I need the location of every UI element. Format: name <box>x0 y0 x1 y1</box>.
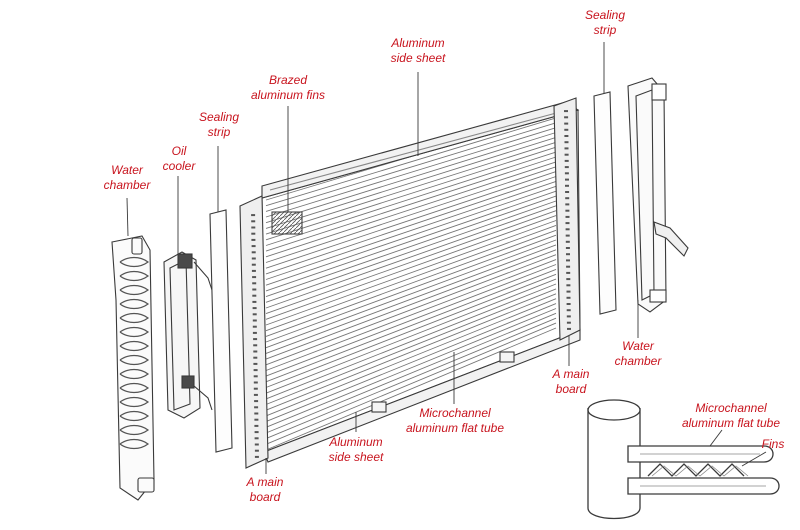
label-line: aluminum fins <box>250 88 326 102</box>
label-oil-cooler: Oil cooler <box>156 144 202 174</box>
label-microchannel-tube-center: Microchannel aluminum flat tube <box>396 406 514 436</box>
label-microchannel-tube-inset: Microchannel aluminum flat tube <box>676 401 786 431</box>
label-brazed-fins: Brazed aluminum fins <box>240 73 336 103</box>
label-line: Water <box>622 339 654 353</box>
label-water-chamber-right: Water chamber <box>606 339 670 369</box>
label-line: A main <box>246 475 284 489</box>
leader-water-chamber-left <box>126 197 129 237</box>
label-line: cooler <box>162 159 196 173</box>
label-line: board <box>555 382 587 396</box>
label-side-sheet-top: Aluminum side sheet <box>380 36 456 66</box>
label-line: board <box>249 490 281 504</box>
label-line: Sealing <box>198 110 240 124</box>
label-line: aluminum flat tube <box>681 416 781 430</box>
label-line: strip <box>207 125 231 139</box>
label-line: Aluminum <box>329 435 383 449</box>
label-line: Water <box>111 163 143 177</box>
label-line: Aluminum <box>391 36 445 50</box>
label-line: Microchannel <box>419 406 491 420</box>
label-sealing-strip-left: Sealing strip <box>192 110 246 140</box>
label-fins-inset: Fins <box>756 437 790 452</box>
label-side-sheet-bottom: Aluminum side sheet <box>318 435 394 465</box>
label-line: Brazed <box>268 73 308 87</box>
label-main-board-right: A main board <box>542 367 600 397</box>
leader-lines <box>126 42 767 474</box>
label-line: side sheet <box>328 450 384 464</box>
label-line: A main <box>552 367 590 381</box>
left-water-chamber <box>111 235 155 501</box>
label-line: strip <box>593 23 617 37</box>
label-water-chamber-left: Water chamber <box>96 163 158 193</box>
radiator-core <box>239 97 581 469</box>
label-line: chamber <box>103 178 151 192</box>
label-line: side sheet <box>390 51 446 65</box>
label-main-board-left: A main board <box>236 475 294 505</box>
label-line: chamber <box>614 354 662 368</box>
label-line: Fins <box>761 437 785 451</box>
right-water-chamber <box>627 77 689 313</box>
tube-fin-detail-inset <box>587 399 780 520</box>
left-sealing-strip <box>209 209 233 453</box>
leader-fins-inset <box>741 451 767 467</box>
right-sealing-strip <box>593 91 617 315</box>
leader-microchannel-inset <box>709 429 723 447</box>
label-line: Oil <box>171 144 187 158</box>
oil-cooler <box>163 251 213 419</box>
label-line: aluminum flat tube <box>405 421 505 435</box>
label-line: Sealing <box>584 8 626 22</box>
label-sealing-strip-right: Sealing strip <box>578 8 632 38</box>
label-line: Microchannel <box>695 401 767 415</box>
